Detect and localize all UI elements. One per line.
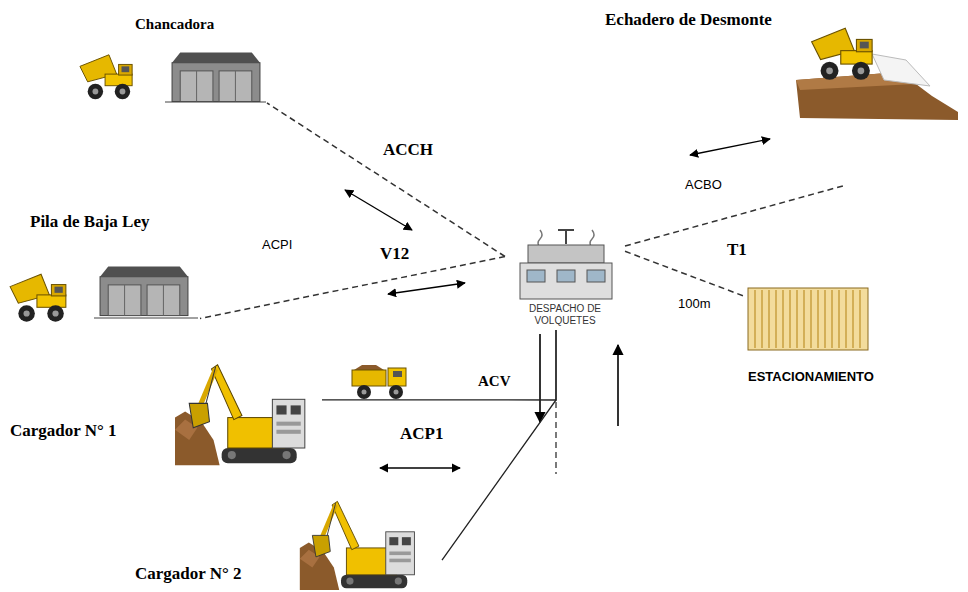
dispatch-building-part	[558, 229, 574, 231]
dispatch-building	[520, 230, 612, 299]
dispatch-building-part	[527, 270, 545, 282]
dump-truck	[80, 55, 132, 99]
parking-area-part-part	[803, 290, 805, 348]
loader-shovel	[300, 501, 415, 590]
flow-arrows-part	[617, 345, 619, 426]
node-label: Cargador N° 1	[10, 421, 117, 441]
dispatch-node: DESPACHO DE VOLQUETES	[505, 225, 625, 330]
dispatch-building-part	[528, 245, 604, 263]
node-label: Pila de Baja Ley	[30, 212, 149, 232]
loading-route	[442, 330, 556, 560]
flow-arrows-part	[690, 139, 770, 155]
dumped-material	[872, 54, 930, 86]
flow-arrows-part	[380, 467, 460, 468]
parking-area-part-part	[852, 290, 854, 348]
route-code: ACCH	[383, 140, 433, 160]
route-code: ACP1	[400, 424, 443, 444]
crusher-icons	[80, 52, 266, 102]
haul-route	[267, 103, 505, 257]
node-label: Chancadora	[135, 16, 214, 33]
waste-dump-icons	[796, 28, 958, 120]
parking-area-part-part	[761, 290, 763, 348]
route-code: V12	[380, 244, 409, 264]
parking-area-part-part	[810, 290, 812, 348]
parking-area-part-part	[838, 290, 840, 348]
parking-area-part-part	[845, 290, 847, 348]
loaded-truck	[352, 365, 406, 399]
loader-node: Cargador N° 1	[8, 355, 322, 467]
parking-area-part-part	[789, 290, 791, 348]
parking-area-part-part	[768, 290, 770, 348]
low-grade-icons	[10, 266, 198, 321]
stockpile-building	[100, 266, 188, 315]
dispatch-building-part	[557, 270, 575, 282]
parking-area-part-part	[859, 290, 861, 348]
loader-node: Cargador N° 2	[130, 492, 442, 588]
flow-arrows-part	[345, 190, 412, 230]
waste-dump-node: Echadero de Desmonte	[600, 5, 962, 185]
flow-arrows-part	[555, 402, 556, 474]
flow-arrows-part	[388, 283, 465, 294]
parking-area-part-part	[796, 290, 798, 348]
loading-route	[322, 330, 556, 400]
parking-area-part-part	[775, 290, 777, 348]
crusher-building	[172, 52, 260, 101]
parking-area-part	[748, 288, 868, 350]
dump-ground	[796, 72, 958, 120]
haul-route	[625, 185, 846, 246]
dump-truck	[812, 28, 872, 80]
parking-area-part-part	[824, 290, 826, 348]
node-label: Echadero de Desmonte	[605, 10, 772, 30]
crusher-node: Chancadora	[75, 8, 267, 103]
node-label: Cargador N° 2	[135, 564, 242, 584]
node-label: ESTACIONAMIENTO	[748, 370, 874, 385]
low-grade-node: Pila de Baja Ley	[8, 205, 200, 327]
loader-shovel	[175, 365, 305, 465]
distance-label: 100m	[678, 297, 711, 312]
parking-area-part-part	[831, 290, 833, 348]
ground-line	[94, 317, 198, 318]
route-code: T1	[727, 240, 747, 260]
ground-line	[165, 101, 266, 102]
dump-truck	[10, 274, 66, 322]
route-code: ACPI	[262, 238, 292, 253]
route-code: ACV	[478, 373, 511, 390]
parking-area-part-part	[817, 290, 819, 348]
dispatch-building-part	[520, 263, 612, 299]
dispatch-building-part	[565, 230, 567, 244]
parking-area-part-part	[754, 290, 756, 348]
haul-route	[200, 257, 505, 319]
node-label: DESPACHO DE VOLQUETES	[525, 303, 605, 326]
parking-area-part	[755, 290, 860, 348]
flow-arrows	[345, 139, 770, 474]
route-code: ACBO	[685, 178, 722, 193]
parking-area-part-part	[782, 290, 784, 348]
parking-node: ESTACIONAMIENTO	[745, 286, 885, 391]
parking-area	[748, 288, 868, 350]
dispatch-building-part	[587, 270, 605, 282]
flow-arrows-part	[539, 334, 541, 422]
